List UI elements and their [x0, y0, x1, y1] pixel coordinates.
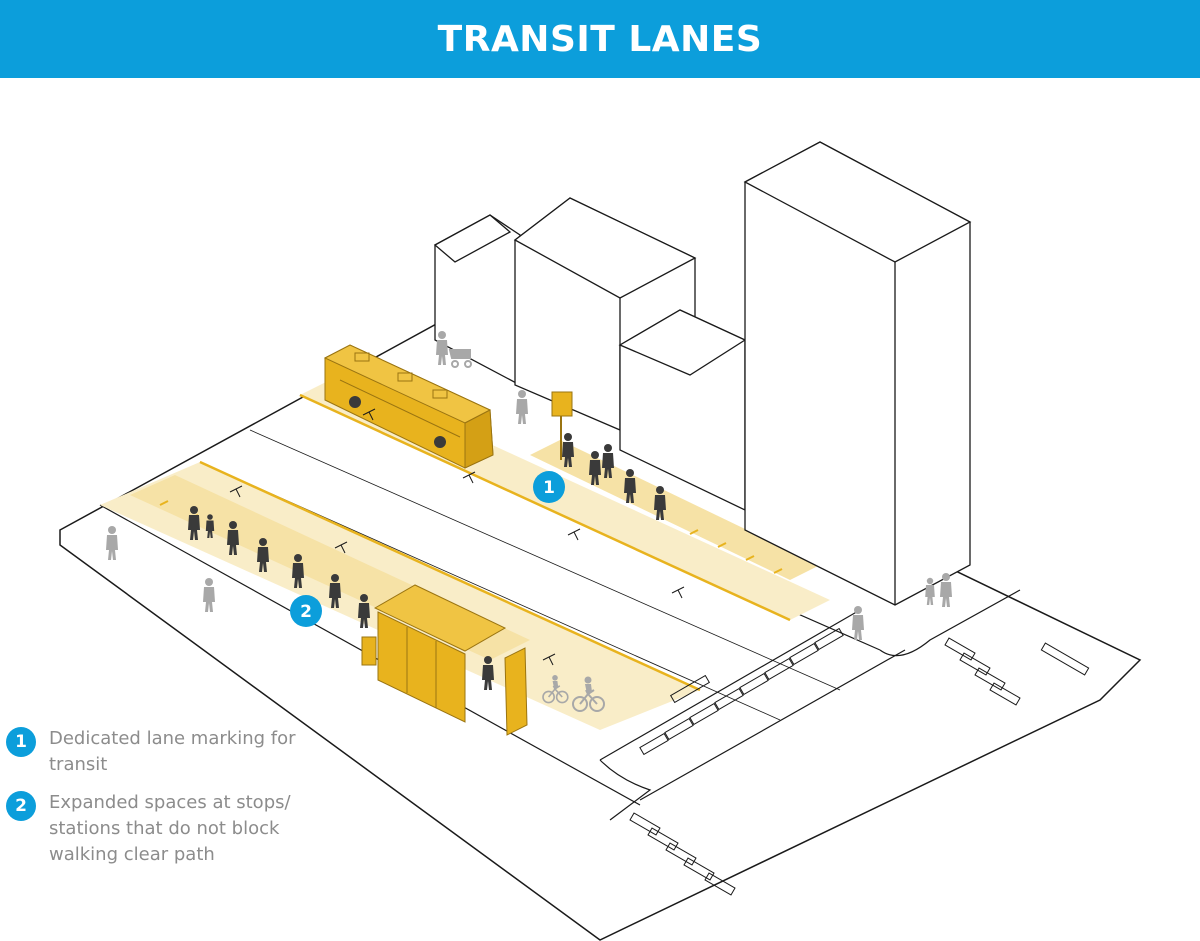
trash-bin-icon — [361, 636, 377, 666]
building-tower — [743, 141, 972, 606]
legend: 1 Dedicated lane marking for transit 2 E… — [6, 726, 326, 880]
info-kiosk-icon — [504, 647, 528, 736]
lane-markings — [229, 408, 685, 666]
legend-text-1: Dedicated lane marking for transit — [49, 728, 296, 775]
legend-badge-2: 2 — [6, 791, 36, 821]
crosswalk-edge-near — [599, 609, 861, 761]
bus-shelter-icon — [361, 584, 507, 723]
stop-zone-far — [530, 440, 820, 580]
transit-lane-far-marking — [299, 393, 791, 622]
building-low — [618, 309, 747, 512]
transit-lane-near-marking — [199, 460, 701, 692]
crosswalk-front — [629, 674, 736, 896]
callout-1-number: 1 — [543, 478, 555, 498]
stroller-icon — [448, 349, 472, 368]
callout-2: 2 — [290, 595, 322, 627]
legend-item-2: 2 Expanded spaces at stops/ stations tha… — [6, 790, 326, 868]
callout-1: 1 — [533, 471, 565, 503]
legend-text-2: Expanded spaces at stops/ stations that … — [49, 792, 291, 865]
bus-icon — [323, 344, 494, 469]
legend-item-1: 1 Dedicated lane marking for transit — [6, 726, 326, 778]
corner-curb — [879, 589, 1021, 657]
crosswalk-main — [639, 627, 844, 756]
legend-badge-1: 1 — [6, 727, 36, 757]
lane-line — [249, 429, 841, 691]
page-title: TRANSIT LANES — [437, 18, 763, 60]
callout-2-number: 2 — [300, 602, 312, 622]
crosswalk-side — [944, 637, 1090, 706]
title-banner: TRANSIT LANES — [0, 0, 1200, 78]
crosswalk-edge-far — [639, 649, 906, 801]
corner-curb-near — [599, 759, 652, 821]
bus-stop-sign-icon — [551, 391, 573, 460]
